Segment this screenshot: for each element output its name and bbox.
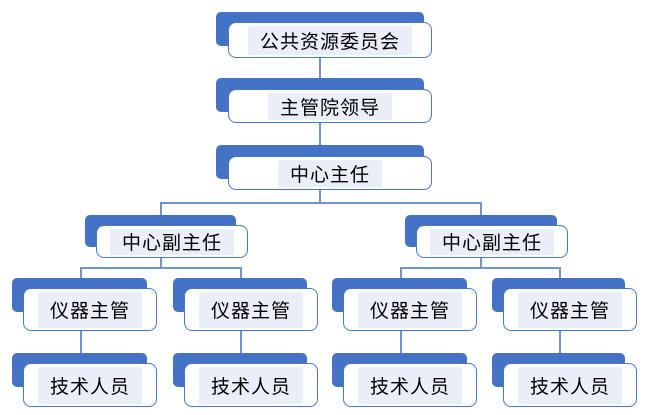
org-node-tech-4[interactable]: 技术人员	[492, 353, 638, 408]
node-box: 仪器主管	[23, 288, 157, 331]
node-label: 公共资源委员会	[247, 25, 412, 55]
connector-deputy-right-stem	[480, 258, 482, 268]
node-label: 技术人员	[198, 366, 303, 404]
node-label: 中心主任	[277, 159, 382, 187]
node-box: 技术人员	[184, 363, 318, 407]
connector-supervisor-3-tech-3	[400, 331, 402, 353]
node-box: 技术人员	[23, 363, 157, 407]
node-box: 中心主任	[228, 156, 432, 190]
connector-supervisor-2-drop	[240, 267, 242, 278]
node-label: 主管院领导	[267, 92, 392, 120]
connector-supervisor-4-drop	[559, 267, 561, 278]
node-label: 中心副主任	[109, 228, 234, 255]
org-node-tech-3[interactable]: 技术人员	[332, 353, 478, 408]
node-box: 主管院领导	[228, 89, 432, 123]
node-label: 仪器主管	[517, 291, 622, 328]
org-node-tech-2[interactable]: 技术人员	[173, 353, 319, 408]
org-node-supervisor-3[interactable]: 仪器主管	[332, 278, 478, 332]
org-node-committee[interactable]: 公共资源委员会	[216, 12, 436, 60]
node-label: 技术人员	[517, 366, 622, 404]
org-node-tech-1[interactable]: 技术人员	[12, 353, 158, 408]
connector-director-stem	[319, 190, 321, 203]
node-box: 技术人员	[343, 363, 477, 407]
org-node-deputy-left[interactable]: 中心副主任	[85, 215, 249, 259]
node-box: 公共资源委员会	[228, 22, 432, 58]
node-box: 仪器主管	[343, 288, 477, 331]
node-box: 中心副主任	[416, 225, 568, 258]
connector-supervisor-4-tech-4	[559, 331, 561, 353]
connector-supervisor-3-drop	[400, 267, 402, 278]
org-node-director[interactable]: 中心主任	[216, 145, 436, 193]
org-node-supervisor-4[interactable]: 仪器主管	[492, 278, 638, 332]
org-node-supervisor-1[interactable]: 仪器主管	[12, 278, 158, 332]
node-label: 中心副主任	[429, 228, 554, 255]
connector-supervisor-2-tech-2	[240, 331, 242, 353]
connector-deputy-right-drop	[480, 202, 482, 215]
node-box: 中心副主任	[96, 225, 248, 258]
connector-supervisors-right-crossbar	[400, 267, 560, 269]
connector-deputy-left-drop	[160, 202, 162, 215]
node-label: 技术人员	[37, 366, 142, 404]
org-node-supervisor-2[interactable]: 仪器主管	[173, 278, 319, 332]
node-label: 仪器主管	[198, 291, 303, 328]
org-node-deputy-right[interactable]: 中心副主任	[405, 215, 569, 259]
node-box: 技术人员	[503, 363, 637, 407]
node-box: 仪器主管	[503, 288, 637, 331]
node-box: 仪器主管	[184, 288, 318, 331]
connector-supervisor-1-tech-1	[80, 331, 82, 353]
connector-leadership-director	[319, 123, 321, 145]
connector-supervisor-1-drop	[80, 267, 82, 278]
node-label: 技术人员	[357, 366, 462, 404]
node-label: 仪器主管	[37, 291, 142, 328]
org-node-leadership[interactable]: 主管院领导	[216, 78, 436, 126]
connector-committee-leadership	[319, 58, 321, 78]
node-label: 仪器主管	[357, 291, 462, 328]
connector-deputy-left-stem	[160, 258, 162, 268]
connector-supervisors-left-crossbar	[80, 267, 241, 269]
connector-deputies-crossbar	[160, 202, 481, 204]
